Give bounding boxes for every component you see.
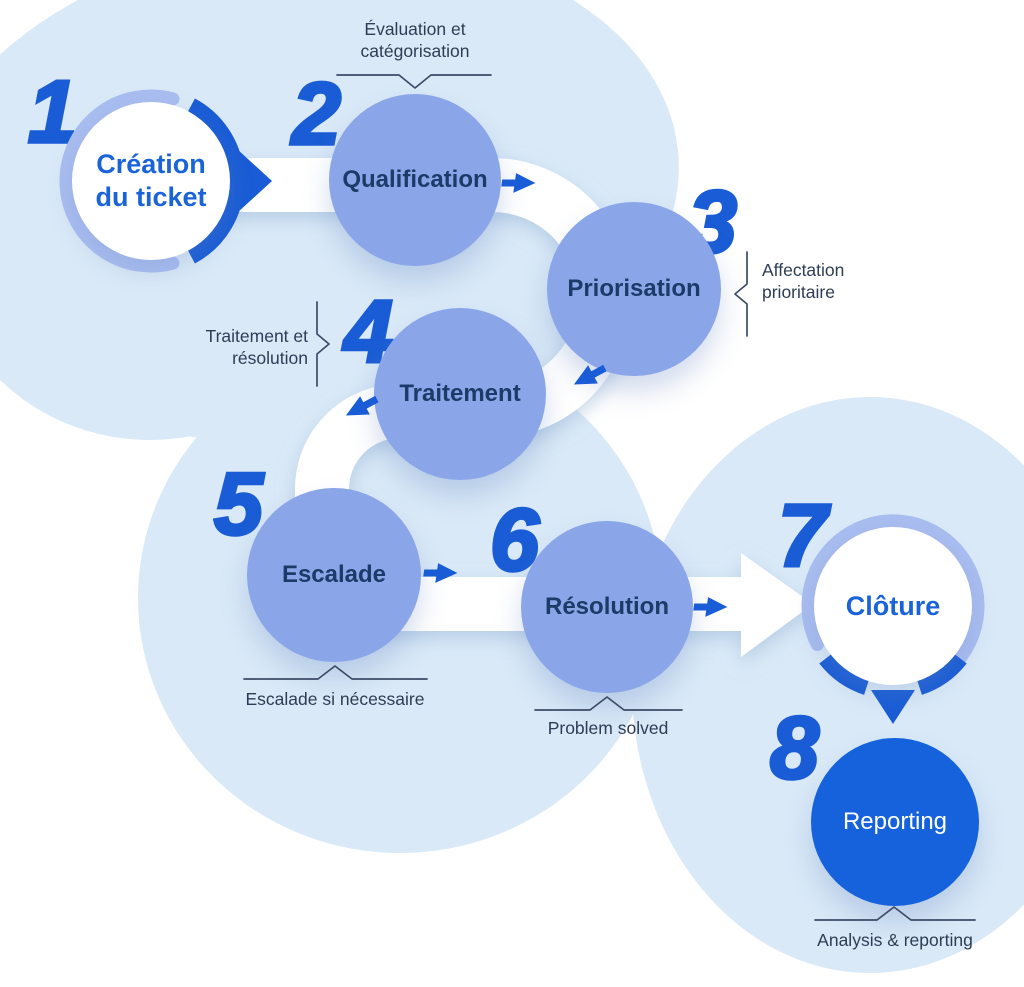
ring-arrow-right-icon [237, 149, 272, 213]
step-1-circle: Création du ticket [72, 102, 230, 260]
bracket-left-icon [734, 251, 748, 337]
step-7-label: Clôture [845, 590, 941, 621]
arrow-right-icon [423, 563, 458, 583]
step-4-node: Traitement [374, 308, 546, 480]
step-5-node: Escalade [247, 488, 421, 662]
step-3-node: Priorisation [547, 202, 721, 376]
annotation-resolution: Problem solved [547, 718, 669, 738]
step-4-label: Traitement [399, 380, 521, 408]
arrow-right-icon [693, 597, 728, 617]
progress-ring-icon [59, 89, 272, 273]
step-8-label: Reporting [842, 808, 948, 836]
bracket-down-icon [336, 74, 492, 89]
bracket-up-icon [814, 906, 976, 921]
step-1-label: Création du ticket [95, 149, 207, 212]
step-8-number: 8 [768, 698, 820, 797]
pointer-down-triangle-icon [871, 690, 915, 724]
annotation-reporting: Analysis & reporting [817, 930, 973, 950]
step-1-node: Création du ticket [58, 88, 272, 274]
background-blob-right [632, 397, 1024, 973]
step-7-circle: Clôture [814, 527, 972, 685]
step-2-label: Qualification [342, 166, 488, 194]
arrow-right-icon [501, 173, 536, 193]
bracket-right-icon [316, 301, 330, 387]
bracket-up-icon [534, 696, 683, 711]
step-8-node: Reporting [811, 738, 979, 906]
big-white-arrow-icon [741, 553, 813, 657]
arrow-down-left-icon [345, 395, 379, 416]
arrow-down-left-icon [573, 364, 607, 385]
annotation-qualification: Évaluation et catégorisation [360, 19, 470, 61]
step-7-node: Clôture [800, 513, 986, 724]
annotation-priorisation: Affectation prioritaire [762, 260, 845, 302]
bracket-up-icon [243, 665, 428, 680]
progress-ring-icon [801, 514, 985, 724]
annotation-escalade: Escalade si nécessaire [245, 689, 425, 709]
flow-band-s-curve [150, 158, 632, 532]
annotation-traitement: Traitement et résolution [205, 326, 308, 368]
step-6-node: Résolution [521, 521, 693, 693]
step-3-label: Priorisation [567, 275, 701, 303]
step-6-label: Résolution [545, 593, 669, 621]
step-2-node: Qualification [329, 94, 501, 266]
step-5-label: Escalade [281, 561, 387, 589]
step-2-number: 2 [290, 64, 342, 163]
